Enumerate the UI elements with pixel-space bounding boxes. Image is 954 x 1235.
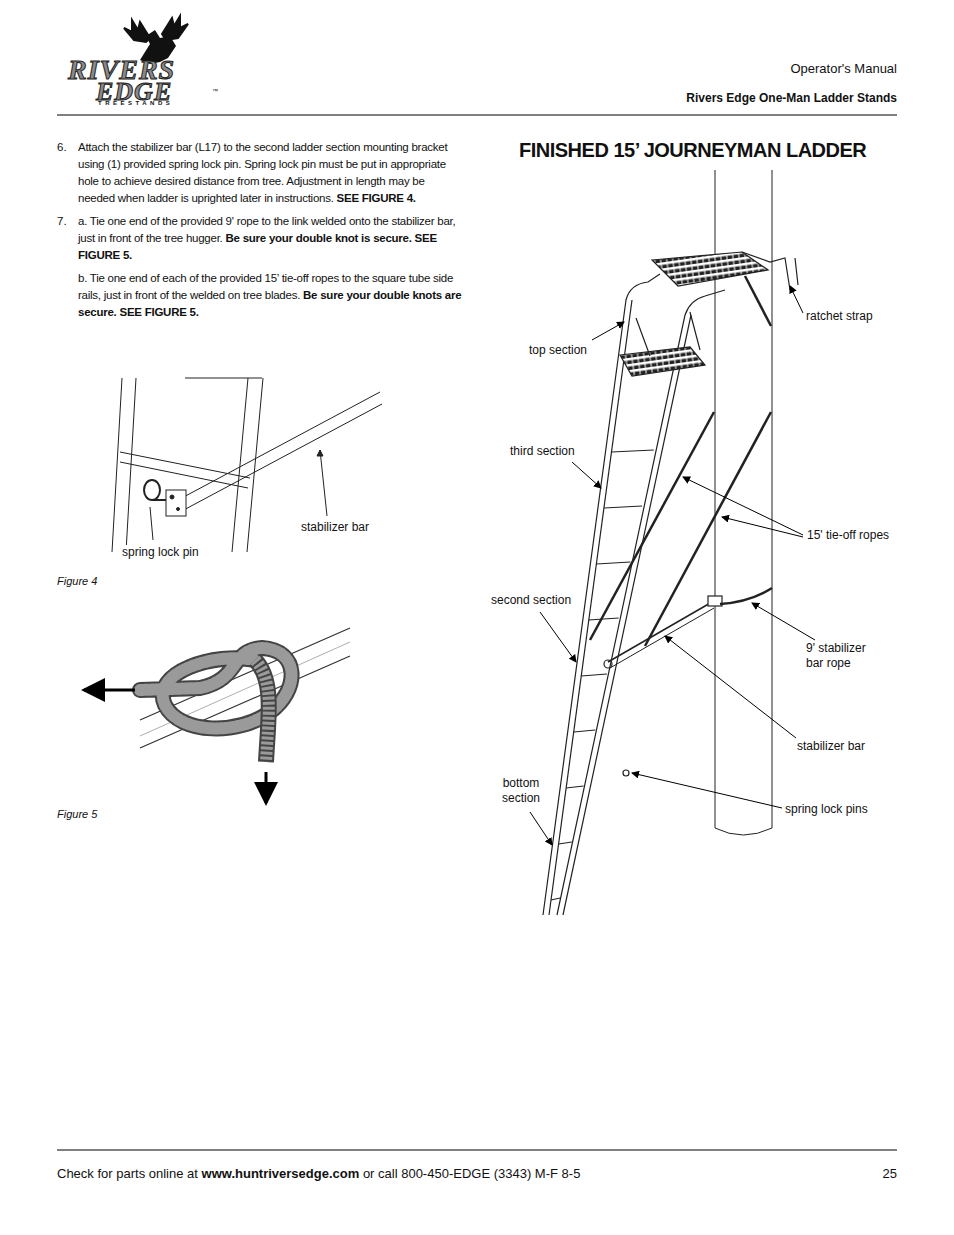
part-label: spring lock pins	[784, 802, 869, 817]
logo-tagline: TREESTANDS	[98, 100, 173, 108]
instruction-paragraph: Attach the stabilizer bar (L17) to the s…	[78, 139, 464, 207]
page-title: FINISHED 15’ JOURNEYMAN LADDER	[519, 138, 866, 163]
part-label: second section	[490, 593, 572, 608]
figure-4-drawing	[112, 378, 382, 552]
figure-caption: Figure 5	[57, 808, 97, 822]
footer-text: Check for parts online at	[57, 1166, 198, 1181]
part-label: stabilizer bar	[300, 520, 370, 535]
figure-caption: Figure 4	[57, 575, 97, 589]
ladder-rung	[604, 506, 642, 508]
ladder-rung	[566, 786, 583, 788]
part-label: third section	[509, 444, 576, 459]
ladder-rung	[551, 898, 560, 900]
ladder-rung	[559, 842, 572, 844]
step-number: 7.	[57, 213, 67, 230]
ladder-rung	[612, 450, 654, 452]
part-label: 15' tie-off ropes	[806, 528, 890, 543]
ladder-rung	[589, 618, 619, 620]
leader-lines	[530, 286, 815, 845]
part-label: ratchet strap	[805, 309, 874, 324]
footer: Check for parts online at www.huntrivers…	[57, 1166, 580, 1182]
footer-text: or call 800-450-EDGE (3343) M-F 8-5	[363, 1166, 580, 1181]
part-label: stabilizer bar	[796, 739, 866, 754]
footer-url: www.huntriversedge.com	[202, 1166, 360, 1181]
trademark: ™	[212, 88, 218, 96]
part-label: top section	[528, 343, 588, 358]
step-number: 6.	[57, 139, 67, 156]
instruction-paragraph: a. Tie one end of the provided 9' rope t…	[78, 213, 464, 264]
part-label: spring lock pin	[121, 545, 200, 560]
header-subtitle: Rivers Edge One-Man Ladder Stands	[686, 91, 897, 106]
ladder-rung	[574, 730, 596, 732]
ladder-rung	[596, 562, 630, 564]
step-emphasis: SEE FIGURE 4.	[337, 192, 416, 204]
header-text: Operator's Manual	[790, 61, 897, 77]
figure-5-drawing	[84, 628, 350, 803]
page-number: 25	[883, 1166, 897, 1182]
part-label: bottom section	[494, 776, 548, 806]
ladder-rung	[581, 674, 607, 676]
instruction-paragraph: b. Tie one end of each of the provided 1…	[78, 270, 464, 321]
part-label: 9' stabilizer bar rope	[805, 641, 887, 671]
